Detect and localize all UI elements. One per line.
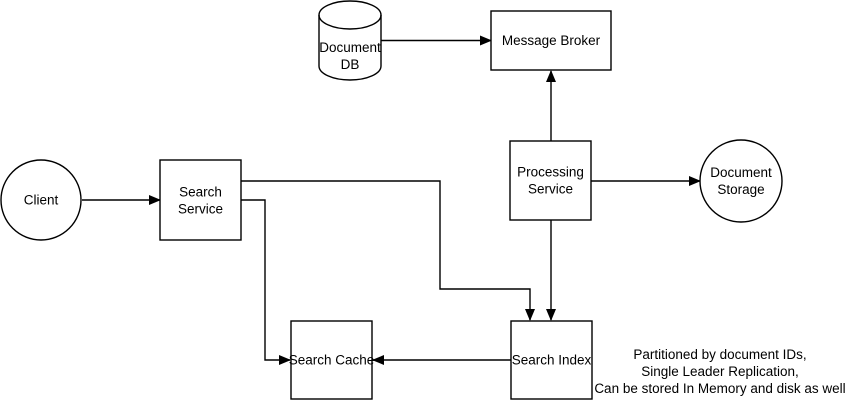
document-db-cylinder-rim <box>318 14 382 30</box>
processing-service-label-line2: Service <box>528 182 573 197</box>
node-search-cache: Search Cache <box>289 320 375 400</box>
node-document-db: Document DB <box>318 0 382 81</box>
search-service-label-line1: Search <box>179 185 222 200</box>
annotation-text: Partitioned by document IDs, Single Lead… <box>594 347 845 396</box>
search-cache-label: Search Cache <box>289 353 375 368</box>
node-processing-service: Processing Service <box>509 140 592 221</box>
document-db-label-line1: Document <box>319 40 381 55</box>
edge-search-service-to-search-cache <box>241 199 291 365</box>
node-client: Client <box>0 159 82 241</box>
document-storage-label-line1: Document <box>710 165 772 180</box>
node-message-broker: Message Broker <box>490 10 612 71</box>
node-document-storage: Document Storage <box>699 139 783 223</box>
search-cache-rect <box>290 320 373 400</box>
annotation-line-1: Partitioned by document IDs, <box>633 347 806 362</box>
client-label: Client <box>24 193 59 208</box>
document-storage-label-line2: Storage <box>717 182 764 197</box>
document-db-label-line2: DB <box>341 57 360 72</box>
edge-search-service-to-search-index <box>241 180 535 321</box>
annotation-line-3: Can be stored In Memory and disk as well <box>594 381 845 396</box>
processing-service-label-line1: Processing <box>517 165 584 180</box>
node-search-service: Search Service <box>159 159 242 241</box>
document-db-cylinder <box>318 0 382 81</box>
client-circle <box>0 159 82 241</box>
annotation-line-2: Single Leader Replication, <box>641 364 799 379</box>
message-broker-rect <box>490 10 612 71</box>
document-storage-circle <box>699 139 783 223</box>
search-index-label: Search Index <box>512 353 592 368</box>
search-service-rect <box>159 159 242 241</box>
node-search-index: Search Index <box>510 320 593 400</box>
search-service-label-line2: Service <box>178 202 223 217</box>
processing-service-rect <box>509 140 592 221</box>
search-index-rect <box>510 320 593 400</box>
message-broker-label: Message Broker <box>502 33 601 48</box>
